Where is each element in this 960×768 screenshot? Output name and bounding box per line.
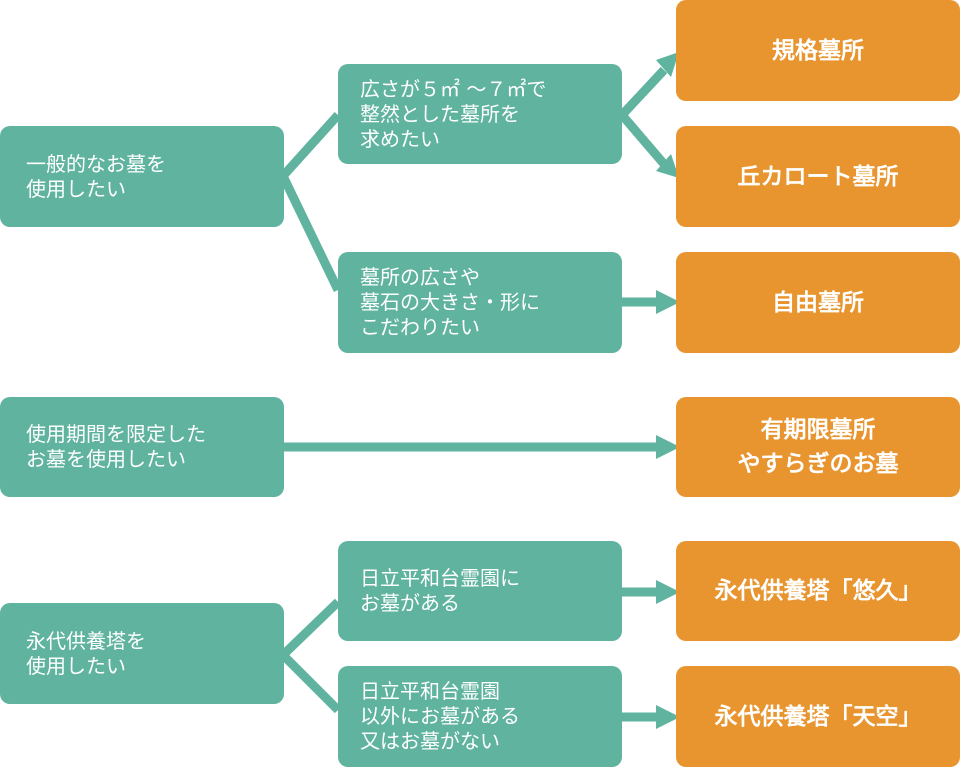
result-karoto: 丘カロート墓所 <box>676 126 960 227</box>
condition-custom: 墓所の広さや 墓石の大きさ・形に こだわりたい <box>338 252 622 353</box>
result-yuukyu-label: 永代供養塔「悠久」 <box>714 578 922 604</box>
connector-eitai-in <box>279 598 342 659</box>
connector-size-kikaku <box>618 66 668 119</box>
arrowhead-tenku <box>656 705 680 729</box>
arrowhead-kikaku <box>656 52 679 77</box>
result-yuukyu: 永代供養塔「悠久」 <box>676 541 960 641</box>
arrowhead-karoto <box>656 154 679 178</box>
condition-in-hitachi: 日立平和台霊園に お墓がある <box>338 541 622 641</box>
condition-outside-hitachi-label: 日立平和台霊園 以外にお墓がある 又はお墓がない <box>360 679 520 753</box>
result-tenku-label: 永代供養塔「天空」 <box>714 703 922 730</box>
condition-general-label: 一般的なお墓を 使用したい <box>26 151 166 201</box>
condition-in-hitachi-label: 日立平和台霊園に お墓がある <box>360 566 520 615</box>
condition-outside-hitachi: 日立平和台霊園 以外にお墓がある 又はお墓がない <box>338 666 622 767</box>
result-yasuragi: 有期限墓所 やすらぎのお墓 <box>676 397 960 497</box>
connector-eitai-out <box>279 651 342 714</box>
condition-size-fixed-label: 広さが５㎡ ～７㎡で 整然とした墓所を 求めたい <box>360 76 547 151</box>
condition-custom-label: 墓所の広さや 墓石の大きさ・形に こだわりたい <box>360 265 540 339</box>
result-kikaku-label: 規格墓所 <box>772 37 864 64</box>
result-karoto-label: 丘カロート墓所 <box>737 163 899 190</box>
condition-size-fixed: 広さが５㎡ ～７㎡で 整然とした墓所を 求めたい <box>338 64 622 164</box>
result-jiyu-label: 自由墓所 <box>772 289 864 316</box>
connector-size-karoto <box>618 112 668 167</box>
result-kikaku: 規格墓所 <box>676 0 960 101</box>
connector-general-size <box>279 111 342 180</box>
result-jiyu: 自由墓所 <box>676 252 960 353</box>
condition-limited: 使用期間を限定した お墓を使用したい <box>0 397 284 497</box>
connector-general-custom <box>278 174 343 292</box>
condition-eitai-label: 永代供養塔を 使用したい <box>26 628 146 678</box>
result-tenku: 永代供養塔「天空」 <box>676 666 960 767</box>
result-yasuragi-label: 有期限墓所 やすらぎのお墓 <box>737 417 899 477</box>
condition-eitai: 永代供養塔を 使用したい <box>0 603 284 704</box>
arrowhead-yasuragi <box>656 435 680 459</box>
arrowhead-yuukyu <box>656 580 680 604</box>
condition-limited-label: 使用期間を限定した お墓を使用したい <box>26 422 206 471</box>
arrowhead-jiyu <box>656 290 680 314</box>
condition-general: 一般的なお墓を 使用したい <box>0 126 284 227</box>
